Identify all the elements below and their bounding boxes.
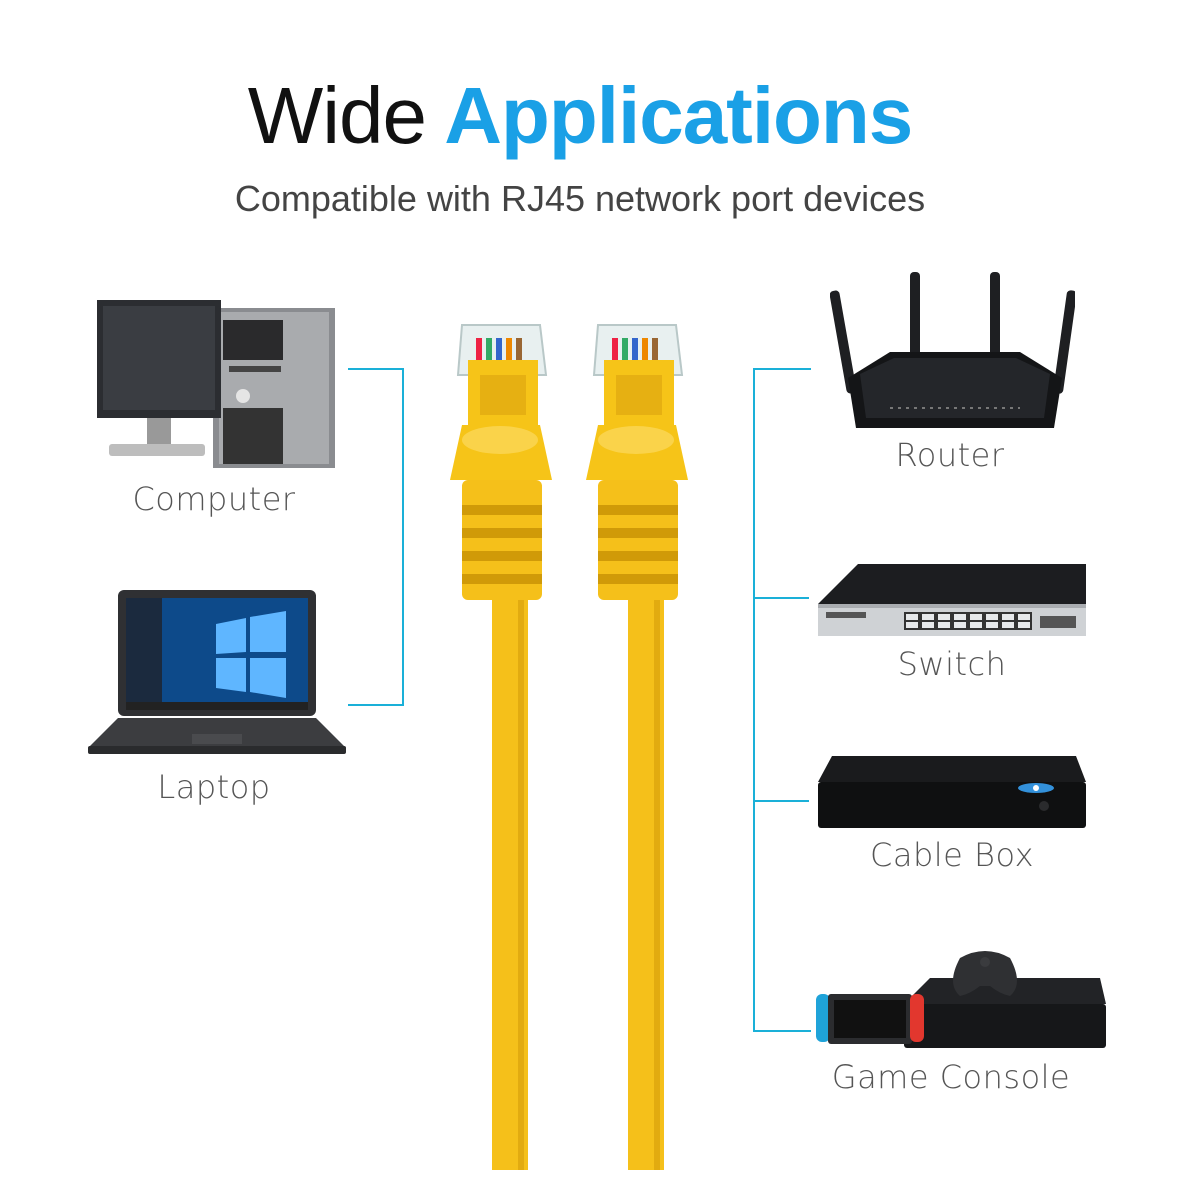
page-subtitle: Compatible with RJ45 network port device…: [234, 178, 926, 219]
rj45-plug-right-icon: [586, 324, 688, 1170]
title-word-wide: Wide: [247, 71, 427, 160]
device-label-game-console: Game Console: [831, 1058, 1071, 1096]
game-console-icon: [816, 951, 1106, 1048]
device-label-router: Router: [895, 436, 1005, 474]
right-connector-tick-cablebox: [753, 800, 809, 802]
page-title: Wide Applications: [0, 70, 1160, 162]
device-label-cable-box: Cable Box: [870, 836, 1034, 874]
title-word-applications: Applications: [444, 71, 913, 160]
cable-box-icon: [818, 756, 1086, 828]
ethernet-cable-icon: [450, 324, 688, 1170]
left-connector-line: [348, 368, 404, 706]
right-connector-line: [753, 368, 811, 1032]
device-label-laptop: Laptop: [157, 768, 271, 806]
device-label-switch: Switch: [897, 645, 1007, 683]
rj45-plug-left-icon: [450, 324, 552, 1170]
device-label-computer: Computer: [132, 480, 296, 518]
desktop-computer-icon: [97, 300, 335, 468]
router-icon: [830, 272, 1075, 428]
right-connector-tick-switch: [753, 597, 809, 599]
laptop-icon: [88, 590, 346, 754]
network-switch-icon: [818, 564, 1086, 636]
